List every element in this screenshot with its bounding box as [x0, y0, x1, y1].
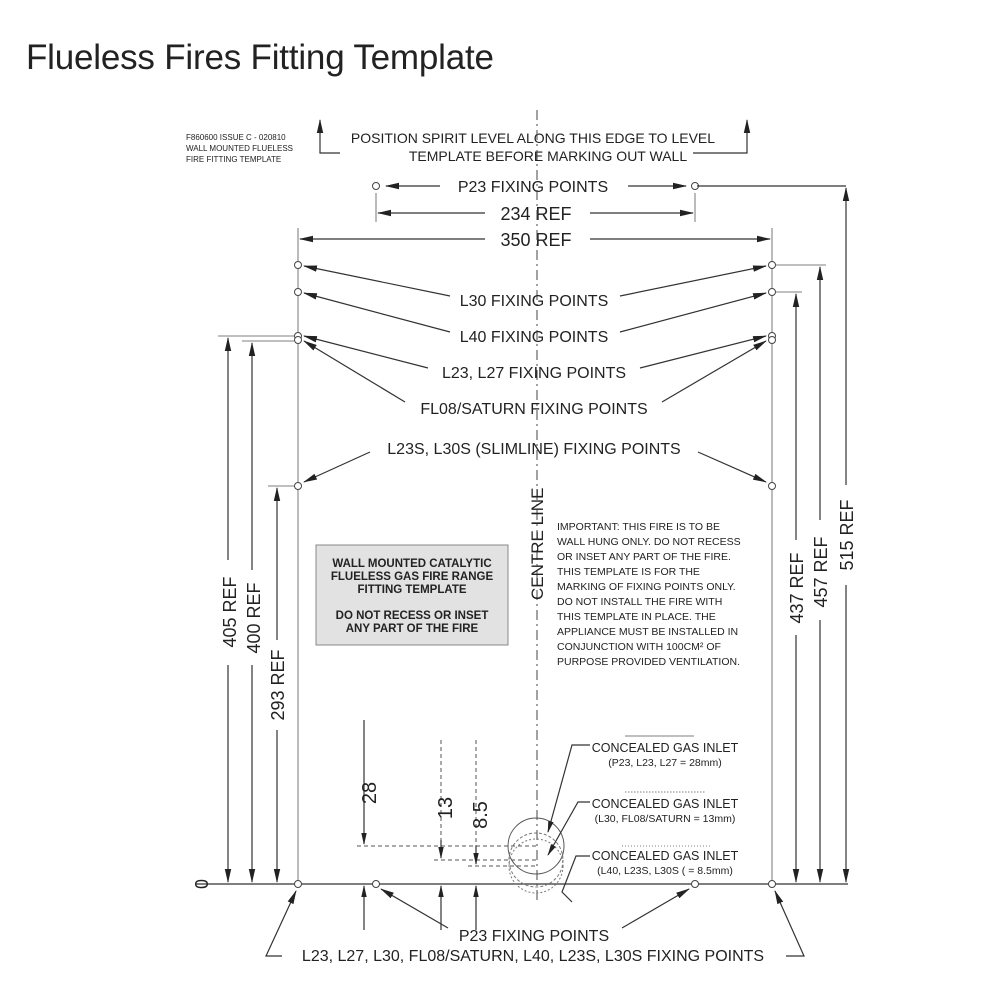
l40-fixing-point — [768, 288, 776, 296]
gas-inlet-title: CONCEALED GAS INLET — [592, 849, 739, 863]
all-models-bottom-label: L23, L27, L30, FL08/SATURN, L40, L23S, L… — [302, 948, 764, 965]
dim-350-label: 350 REF — [500, 230, 571, 250]
base-fixing-point — [768, 880, 776, 888]
gas-inlet-callouts: CONCEALED GAS INLET (P23, L23, L27 = 28m… — [547, 735, 739, 903]
callout-arrow — [547, 744, 590, 833]
p23-bottom-label: P23 FIXING POINTS — [459, 928, 609, 945]
l40-label: L40 FIXING POINTS — [460, 329, 608, 346]
reference-block: F860600 ISSUE C - 020810 WALL MOUNTED FL… — [186, 133, 293, 164]
notice-line: ANY PART OF THE FIRE — [346, 623, 479, 635]
callout-arrow — [547, 801, 590, 856]
fixing-points — [294, 261, 776, 888]
leader-arrow — [265, 890, 297, 957]
leader-arrow — [619, 265, 767, 297]
important-line: CONJUNCTION WITH 100CM² OF — [557, 641, 721, 653]
base-fixing-point — [294, 880, 302, 888]
notice-line: FLUELESS GAS FIRE RANGE — [331, 571, 494, 583]
gas-inlet-85-circle — [508, 838, 564, 894]
template-outline — [196, 110, 848, 900]
ref-line: F860600 ISSUE C - 020810 — [186, 133, 286, 142]
leader-arrow — [303, 451, 371, 483]
level-note: POSITION SPIRIT LEVEL ALONG THIS EDGE TO… — [316, 119, 751, 164]
leader-arrow — [639, 335, 767, 369]
leader-arrow — [619, 292, 767, 333]
leader-arrow — [303, 292, 451, 333]
leader-arrow — [661, 340, 767, 403]
l30-label: L30 FIXING POINTS — [460, 293, 608, 310]
level-bracket-right — [693, 138, 748, 154]
dim-28-label: 28 — [359, 782, 381, 804]
l40-fixing-point — [294, 288, 302, 296]
important-line: WALL HUNG ONLY. DO NOT RECESS — [557, 536, 741, 548]
dim-515-label: 515 REF — [837, 499, 857, 570]
zero-label: 0 — [192, 879, 212, 889]
notice-line: WALL MOUNTED CATALYTIC — [332, 558, 491, 570]
right-dimensions: 437 REF 457 REF 515 REF — [776, 187, 857, 883]
level-bracket-left — [319, 138, 340, 154]
leader-arrow — [303, 340, 406, 403]
fl08-fixing-point — [768, 336, 776, 344]
important-line: IMPORTANT: THIS FIRE IS TO BE — [557, 521, 720, 533]
bottom-labels: P23 FIXING POINTS L23, L27, L30, FL08/SA… — [265, 888, 805, 965]
dim-457-label: 457 REF — [811, 536, 831, 607]
l23-l27-label: L23, L27 FIXING POINTS — [442, 365, 626, 382]
gas-inlet-detail: (L40, L23S, L30S ( = 8.5mm) — [597, 865, 733, 877]
slimline-fixing-point — [294, 482, 302, 490]
gas-inlet-title: CONCEALED GAS INLET — [592, 741, 739, 755]
important-line: DO NOT INSTALL THE FIRE WITH — [557, 596, 722, 608]
leader-arrow — [697, 451, 767, 483]
top-dimensions: P23 FIXING POINTS 234 REF 350 REF — [299, 179, 846, 250]
leader-arrow — [774, 890, 805, 957]
notice-box — [315, 544, 509, 646]
important-line: THIS TEMPLATE IN PLACE. THE — [557, 611, 716, 623]
ref-line: FIRE FITTING TEMPLATE — [186, 155, 281, 164]
notice-line: DO NOT RECESS OR INSET — [336, 610, 489, 622]
gas-inlet-dimensions: 28 13 8.5 — [357, 720, 565, 930]
p23-fixing-point — [372, 182, 380, 190]
important-note: IMPORTANT: THIS FIRE IS TO BE WALL HUNG … — [557, 521, 741, 668]
dim-437-label: 437 REF — [787, 552, 807, 623]
important-line: MARKING OF FIXING POINTS ONLY. — [557, 581, 736, 593]
fl08-saturn-label: FL08/SATURN FIXING POINTS — [420, 401, 647, 418]
important-line: APPLIANCE MUST BE INSTALLED IN — [557, 626, 738, 638]
ref-line: WALL MOUNTED FLUELESS — [186, 144, 293, 153]
leader-arrow — [380, 888, 449, 929]
gas-inlet-detail: (L30, FL08/SATURN = 13mm) — [595, 813, 736, 825]
important-line: THIS TEMPLATE IS FOR THE — [557, 566, 700, 578]
slimline-label: L23S, L30S (SLIMLINE) FIXING POINTS — [387, 441, 680, 458]
gas-inlet-13-circle — [508, 832, 564, 888]
leader-arrow — [303, 335, 429, 369]
boxed-notice: WALL MOUNTED CATALYTIC FLUELESS GAS FIRE… — [315, 544, 509, 646]
important-line: PURPOSE PROVIDED VENTILATION. — [557, 656, 740, 668]
level-note-line: POSITION SPIRIT LEVEL ALONG THIS EDGE TO… — [351, 130, 715, 146]
fixing-labels: L30 FIXING POINTS L40 FIXING POINTS L23,… — [303, 265, 767, 483]
l30-fixing-point — [294, 261, 302, 269]
p23-top-label: P23 FIXING POINTS — [458, 179, 608, 196]
dim-234-label: 234 REF — [500, 204, 571, 224]
slimline-fixing-point — [768, 482, 776, 490]
leader-arrow — [303, 265, 451, 297]
gas-inlet-title: CONCEALED GAS INLET — [592, 797, 739, 811]
fl08-fixing-point — [294, 336, 302, 344]
gas-inlet-detail: (P23, L23, L27 = 28mm) — [608, 757, 722, 769]
level-note-line: TEMPLATE BEFORE MARKING OUT WALL — [409, 148, 687, 164]
dim-293-label: 293 REF — [268, 649, 288, 720]
l30-fixing-point — [768, 261, 776, 269]
leader-arrow — [621, 888, 690, 929]
dim-13-label: 13 — [435, 797, 457, 819]
callout-arrow — [561, 855, 590, 903]
page-title: Flueless Fires Fitting Template — [26, 38, 494, 77]
notice-line: FITTING TEMPLATE — [357, 584, 466, 596]
gas-inlet-28-circle — [507, 817, 565, 875]
dim-405-label: 405 REF — [220, 576, 240, 647]
dim-85-label: 8.5 — [470, 801, 492, 829]
p23-base-fixing-point — [691, 880, 699, 888]
p23-base-fixing-point — [372, 880, 380, 888]
centre-line-label: CENTRE LINE — [528, 488, 547, 600]
important-line: OR INSET ANY PART OF THE FIRE. — [557, 551, 731, 563]
left-dimensions: 405 REF 400 REF 293 REF 0 — [192, 335, 294, 889]
dim-400-label: 400 REF — [244, 582, 264, 653]
